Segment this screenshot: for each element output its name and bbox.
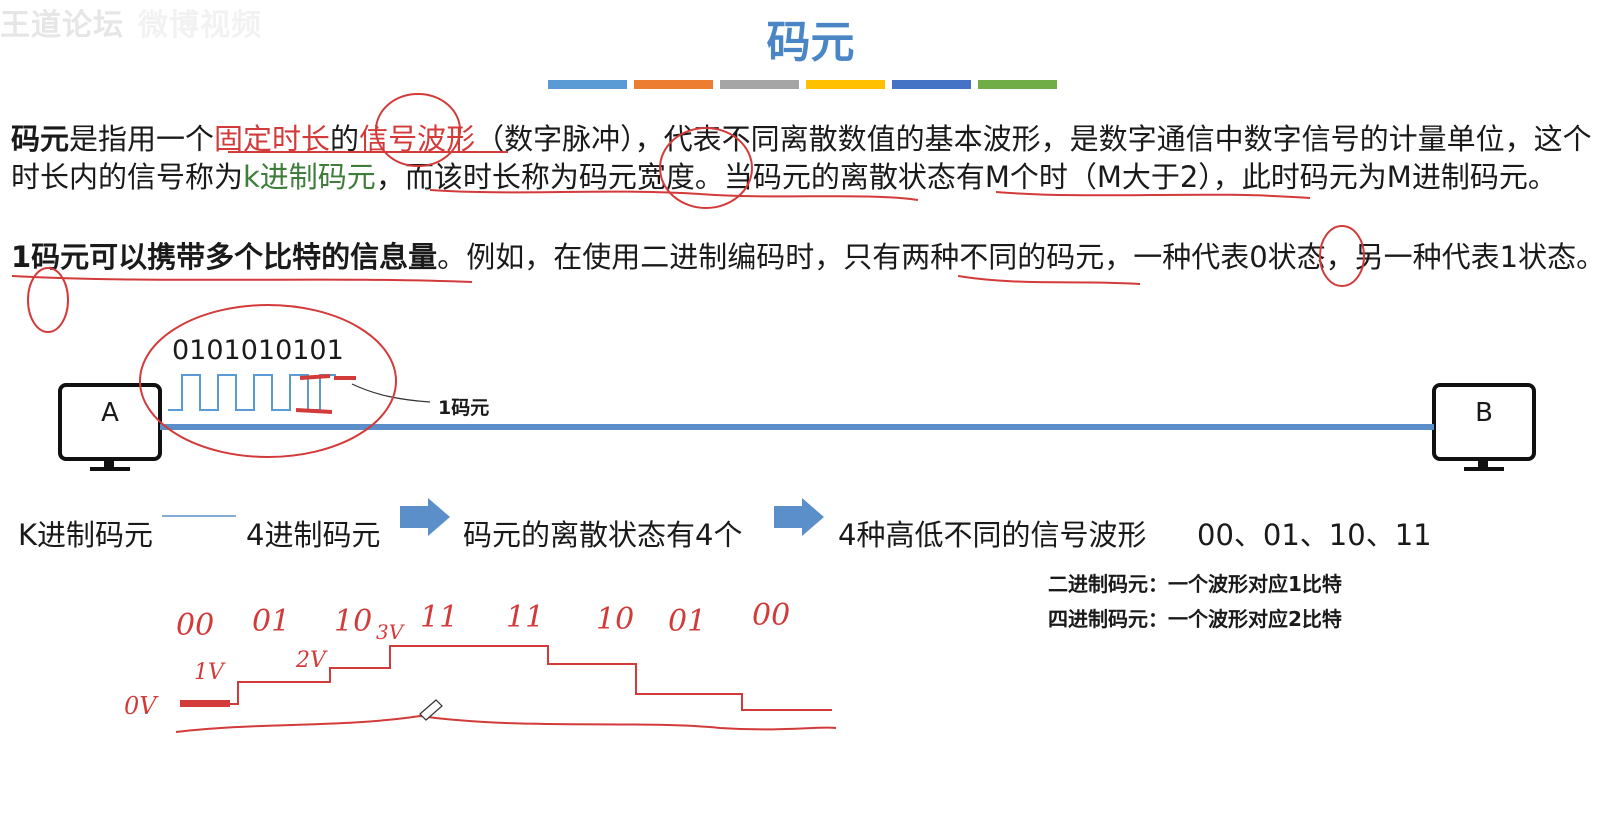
annotation-circle (375, 93, 461, 167)
underline (11, 275, 473, 283)
hw-voltage: 0V (124, 692, 157, 720)
para1-text: ，而该时长称为码元宽度。当码元的离散状态有M个时（M大于2），此时码元为M进制码… (375, 160, 1557, 194)
color-bar-seg (548, 80, 627, 89)
hw-label: 00 (176, 608, 215, 643)
pointer-arrow (351, 383, 431, 403)
hand-baseline (175, 714, 837, 733)
flow-states: 码元的离散状态有4个 (463, 518, 743, 552)
para2-text: 。例如，在使用二进制编码时，只有两种不同的码元，一种代表0状态，另一种代表1状态… (437, 240, 1606, 274)
watermark-logo: 王道论坛微博视频 (0, 0, 262, 44)
annotation-circle (139, 304, 397, 458)
hw-label: 10 (596, 602, 635, 637)
square-wave (168, 374, 336, 411)
pencil-cursor-icon (419, 699, 443, 721)
annotation-circle (1319, 225, 1365, 287)
flow-arrow-icon (400, 498, 450, 536)
underline (995, 191, 1311, 199)
definition-paragraph: 码元是指用一个固定时长的信号波形（数字脉冲），代表不同离散数值的基本波形，是数字… (11, 120, 1611, 196)
watermark-text: 王道论坛 (0, 8, 124, 43)
hw-voltage: 2V (296, 648, 326, 673)
underline (957, 275, 1141, 285)
para1-text: 是指用一个 (69, 122, 215, 156)
annotation-circle (27, 267, 69, 333)
color-bar-seg (806, 80, 885, 89)
para1-text: 的 (330, 122, 360, 156)
handwriting-layer: 00 01 10 11 11 10 01 00 0V 1V 2V 3V (0, 598, 1621, 720)
note-quaternary: 四进制码元：一个波形对应2比特 (1048, 607, 1342, 631)
highlight-signal-waveform: 信号波形 (359, 122, 476, 156)
color-bar-seg (720, 80, 799, 89)
flow-codes: 00、01、10、11 (1197, 518, 1432, 552)
color-bar-seg (892, 80, 971, 89)
note-binary: 二进制码元：一个波形对应1比特 (1048, 572, 1342, 596)
annotation-mark (180, 700, 230, 707)
para1-text: （数字脉冲），代表不同离散数值的基本波形，是数字通信中数字信号的计量单位，这个时… (11, 122, 1592, 194)
slide-title: 码元 (766, 17, 855, 68)
hand-waveform (180, 645, 832, 711)
hw-label: 11 (506, 600, 545, 635)
flow-4-ary: 4进制码元 (246, 518, 381, 552)
computer-b-icon: B (1432, 383, 1536, 471)
bold-statement: 1码元可以携带多个比特的信息量 (11, 240, 438, 274)
annotation-circle (659, 127, 753, 209)
highlight-fixed-duration: 固定时长 (214, 122, 331, 156)
hw-label: 00 (752, 598, 791, 633)
bit-sequence: 0101010101 (172, 335, 344, 366)
hw-label: 01 (252, 604, 291, 639)
highlight-k-ary: k进制码元 (243, 160, 376, 194)
flow-arrow-icon (774, 498, 824, 536)
node-b-label: B (1475, 398, 1493, 428)
node-a-label: A (101, 398, 119, 428)
color-bar-seg (634, 80, 713, 89)
underline (429, 189, 919, 201)
hw-label: 10 (334, 604, 373, 639)
hw-label: 01 (668, 604, 707, 639)
hw-voltage: 3V (376, 620, 404, 644)
flow-k-ary: K进制码元 (18, 518, 154, 552)
watermark-ghost: 微博视频 (138, 8, 262, 43)
color-bar-seg (978, 80, 1057, 89)
term-code-element: 码元 (11, 122, 70, 156)
bits-paragraph: 1码元可以携带多个比特的信息量。例如，在使用二进制编码时，只有两种不同的码元，一… (11, 238, 1611, 276)
title-color-bar (548, 80, 1057, 89)
hw-label: 11 (420, 600, 459, 635)
hw-voltage: 1V (194, 660, 224, 685)
one-symbol-label: 1码元 (438, 397, 490, 419)
red-annotations (11, 93, 1365, 733)
flow-waves: 4种高低不同的信号波形 (838, 518, 1147, 552)
annotation-marks (295, 374, 356, 414)
